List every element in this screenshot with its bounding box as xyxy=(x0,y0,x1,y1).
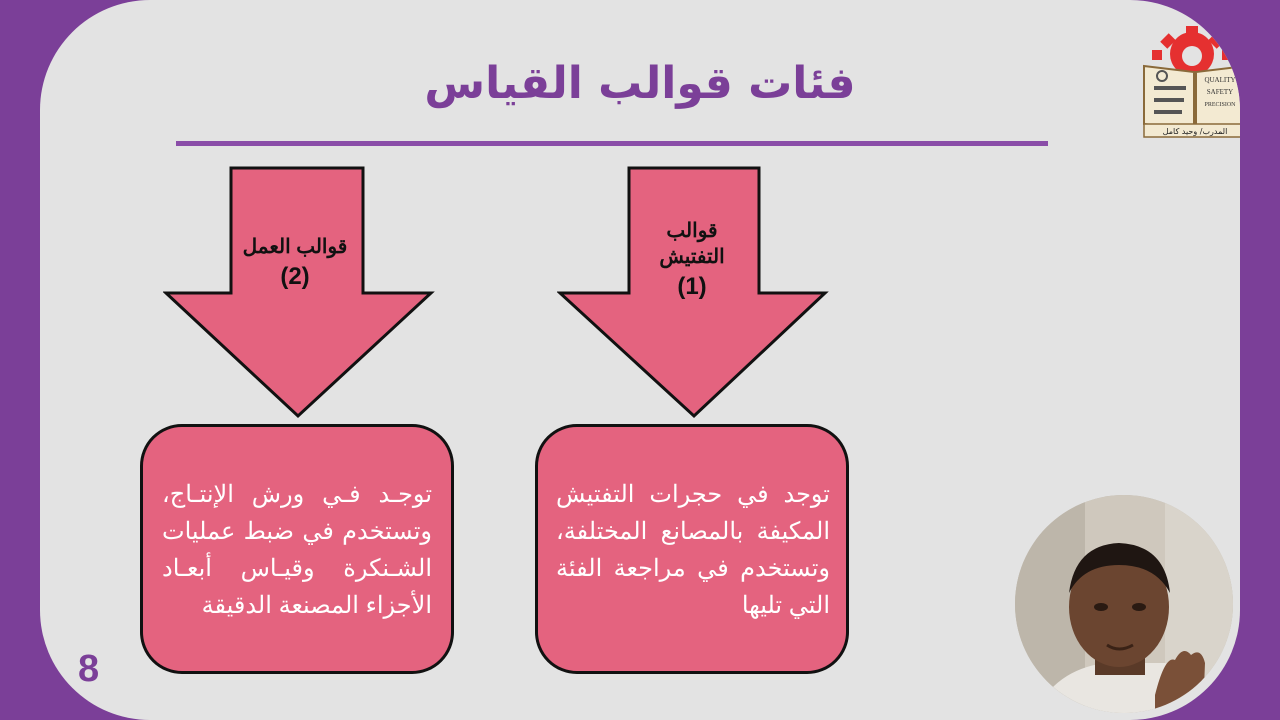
category-2-description: توجـد فـي ورش الإنتـاج، وتستخدم في ضبط ع… xyxy=(162,481,432,619)
slide-title: فئات قوالب القياس xyxy=(424,58,856,109)
category-1-description: توجد في حجرات التفتيش المكيفة بالمصانع ا… xyxy=(556,481,830,619)
category-1-number: (1) xyxy=(677,273,707,300)
category-2-number: (2) xyxy=(280,263,310,290)
page-number: 8 xyxy=(78,648,100,690)
presenter-webcam xyxy=(1015,495,1233,713)
title-divider xyxy=(176,141,1048,146)
presenter-webcam-icon xyxy=(1015,495,1233,713)
logo-text-quality: QUALITY xyxy=(1204,76,1235,84)
category-1-label-line2: التفتيش xyxy=(659,246,725,268)
logo-text-precision: PRECISION xyxy=(1204,102,1236,108)
category-1-label: قوالب التفتيش (1) xyxy=(640,218,744,304)
logo-text-safety: SAFETY xyxy=(1207,88,1233,96)
category-1-label-line1: قوالب xyxy=(666,220,718,242)
category-1-arrow xyxy=(557,166,829,419)
logo-caption: المدرب/ وحيد كامل xyxy=(1163,127,1228,136)
category-2-label: قوالب العمل (2) xyxy=(230,234,360,294)
category-2-label-line1: قوالب العمل xyxy=(242,236,348,258)
category-1-description-box xyxy=(535,424,849,674)
gear-book-logo-icon: QUALITY SAFETY PRECISION المدرب/ وحيد كا… xyxy=(1143,26,1240,138)
category-2-description-box xyxy=(140,424,454,674)
slide: فئات قوالب القياس QUALITY SAFETY PRECISI… xyxy=(40,0,1240,720)
category-2-arrow xyxy=(163,166,435,419)
